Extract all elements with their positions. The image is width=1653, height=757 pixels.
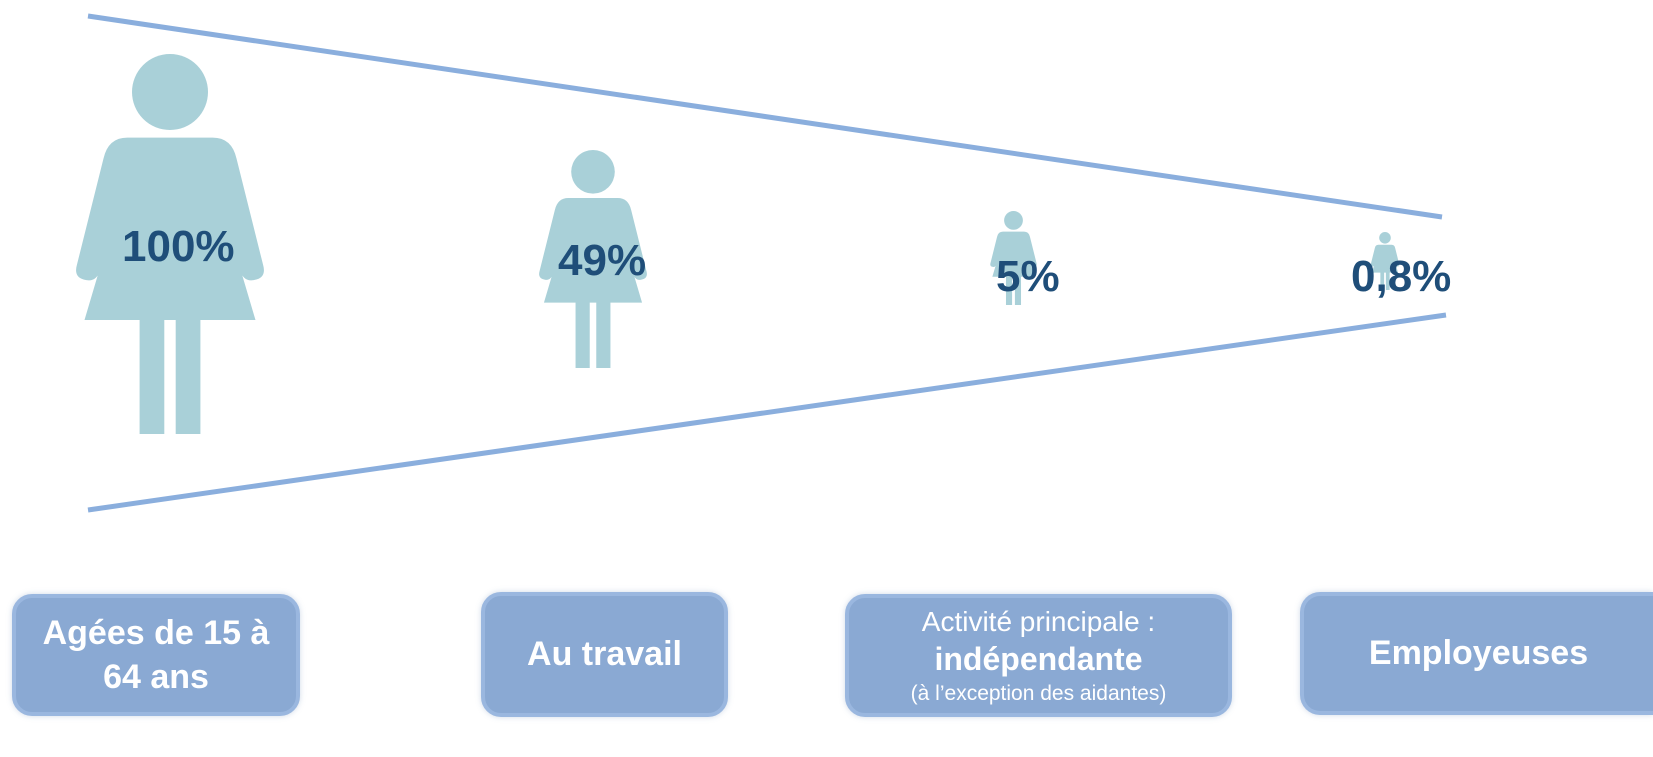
stage-label-line: 64 ans	[103, 658, 209, 696]
percent-value: 49%	[558, 236, 647, 285]
stage-label-line: Agées de 15 à	[42, 613, 270, 652]
percent-value: 0,8%	[1351, 252, 1452, 301]
stage-label-box: Au travail	[481, 592, 728, 717]
stage-label-box: Activité principale : indépendante (à l’…	[845, 594, 1232, 717]
stage-label-box: Agées de 15 à 64 ans	[12, 594, 300, 716]
funnel-top-line	[87, 13, 1443, 220]
stage-label-prefix: Activité principale :	[921, 606, 1156, 638]
stage-label-line: Au travail	[527, 635, 682, 674]
percent-value: 5%	[996, 252, 1060, 301]
funnel-bottom-line	[87, 312, 1447, 513]
stage-label-main: indépendante	[934, 640, 1143, 677]
percent-value: 100%	[122, 222, 235, 271]
stage-label-suffix: (à l’exception des aidantes)	[910, 681, 1167, 705]
stage-label-line: Employeuses	[1368, 634, 1589, 673]
stage-label-box: Employeuses	[1300, 592, 1653, 715]
